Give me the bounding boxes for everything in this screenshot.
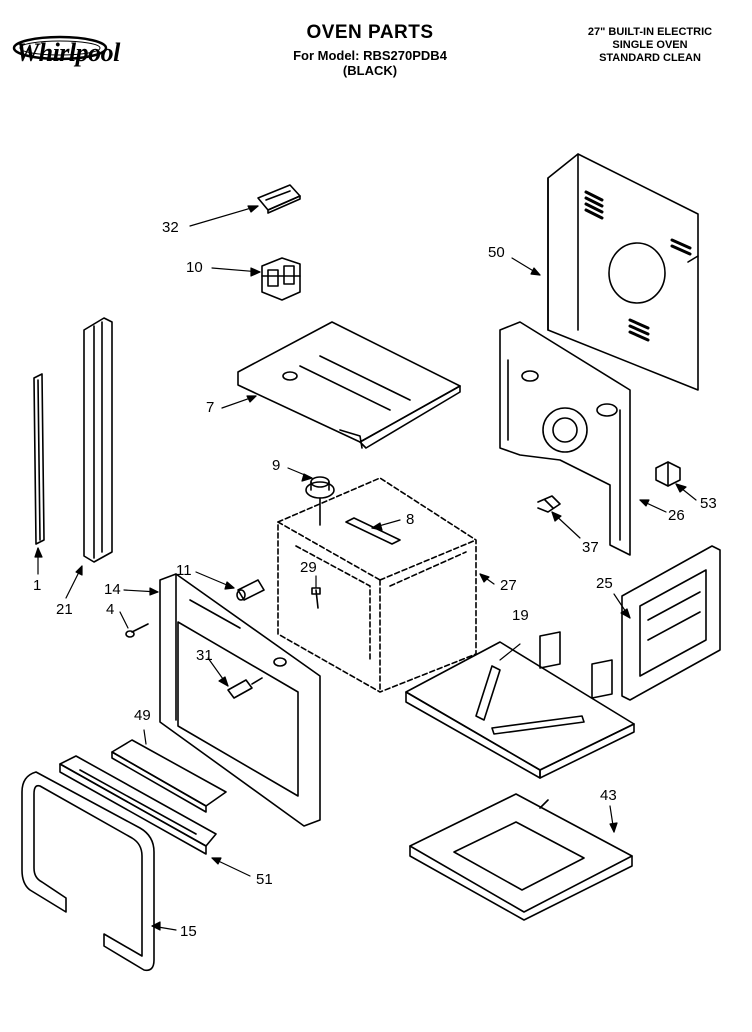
brand-name: Whirlpool xyxy=(16,38,120,67)
part-7-drawing xyxy=(237,321,461,449)
callout-10: 10 xyxy=(186,259,203,276)
part-53-drawing xyxy=(655,461,681,487)
callout-26: 26 xyxy=(668,507,685,524)
callout-14: 14 xyxy=(104,581,121,598)
part-29-drawing xyxy=(311,587,321,609)
part-9-drawing xyxy=(305,476,335,526)
part-31-drawing xyxy=(227,677,263,699)
part-50-drawing xyxy=(547,153,699,391)
part-37-drawing xyxy=(537,495,561,513)
part-26-drawing xyxy=(499,321,631,556)
part-19-drawing xyxy=(405,631,635,779)
part-32-drawing xyxy=(257,184,301,214)
spec-block: 27" BUILT-IN ELECTRIC SINGLE OVEN STANDA… xyxy=(560,26,740,65)
part-1-drawing xyxy=(33,373,45,545)
callout-32: 32 xyxy=(162,219,179,236)
part-43-drawing xyxy=(409,793,633,921)
callout-50: 50 xyxy=(488,244,505,261)
part-8-drawing xyxy=(345,517,401,545)
callout-7: 7 xyxy=(206,399,215,416)
part-15-drawing xyxy=(21,771,155,972)
callout-53: 53 xyxy=(700,495,717,512)
color-line: (BLACK) xyxy=(342,63,398,78)
model-info: For Model: RBS270PDB4 (BLACK) xyxy=(270,48,470,78)
part-4-drawing xyxy=(125,623,149,638)
spec-line: SINGLE OVEN xyxy=(612,39,688,51)
part-11-drawing xyxy=(236,579,265,601)
callout-21: 21 xyxy=(56,601,73,618)
callout-1: 1 xyxy=(33,577,42,594)
callout-37: 37 xyxy=(582,539,599,556)
part-49-drawing xyxy=(111,739,227,813)
callout-4: 4 xyxy=(106,601,115,618)
callout-27: 27 xyxy=(500,577,517,594)
spec-line: STANDARD CLEAN xyxy=(599,52,701,64)
callout-15: 15 xyxy=(180,923,197,940)
callout-49: 49 xyxy=(134,707,151,724)
callout-43: 43 xyxy=(600,787,617,804)
callout-51: 51 xyxy=(256,871,273,888)
callout-25: 25 xyxy=(596,575,613,592)
whirlpool-logo: Whirlpool xyxy=(10,28,158,80)
callout-9: 9 xyxy=(272,457,281,474)
callout-8: 8 xyxy=(406,511,415,528)
callout-11: 11 xyxy=(176,562,192,579)
callout-19: 19 xyxy=(512,607,529,624)
part-14-drawing xyxy=(159,573,321,827)
page-title: OVEN PARTS xyxy=(306,22,434,43)
part-51-drawing xyxy=(59,755,217,855)
part-21-drawing xyxy=(83,317,113,563)
callout-31: 31 xyxy=(196,647,213,664)
model-line: For Model: RBS270PDB4 xyxy=(293,48,447,63)
callout-29: 29 xyxy=(300,559,317,576)
part-25-drawing xyxy=(621,545,721,701)
leader-lines xyxy=(34,205,697,931)
spec-line: 27" BUILT-IN ELECTRIC xyxy=(587,26,713,38)
part-10-drawing xyxy=(261,257,301,301)
part-27-drawing xyxy=(277,477,477,693)
